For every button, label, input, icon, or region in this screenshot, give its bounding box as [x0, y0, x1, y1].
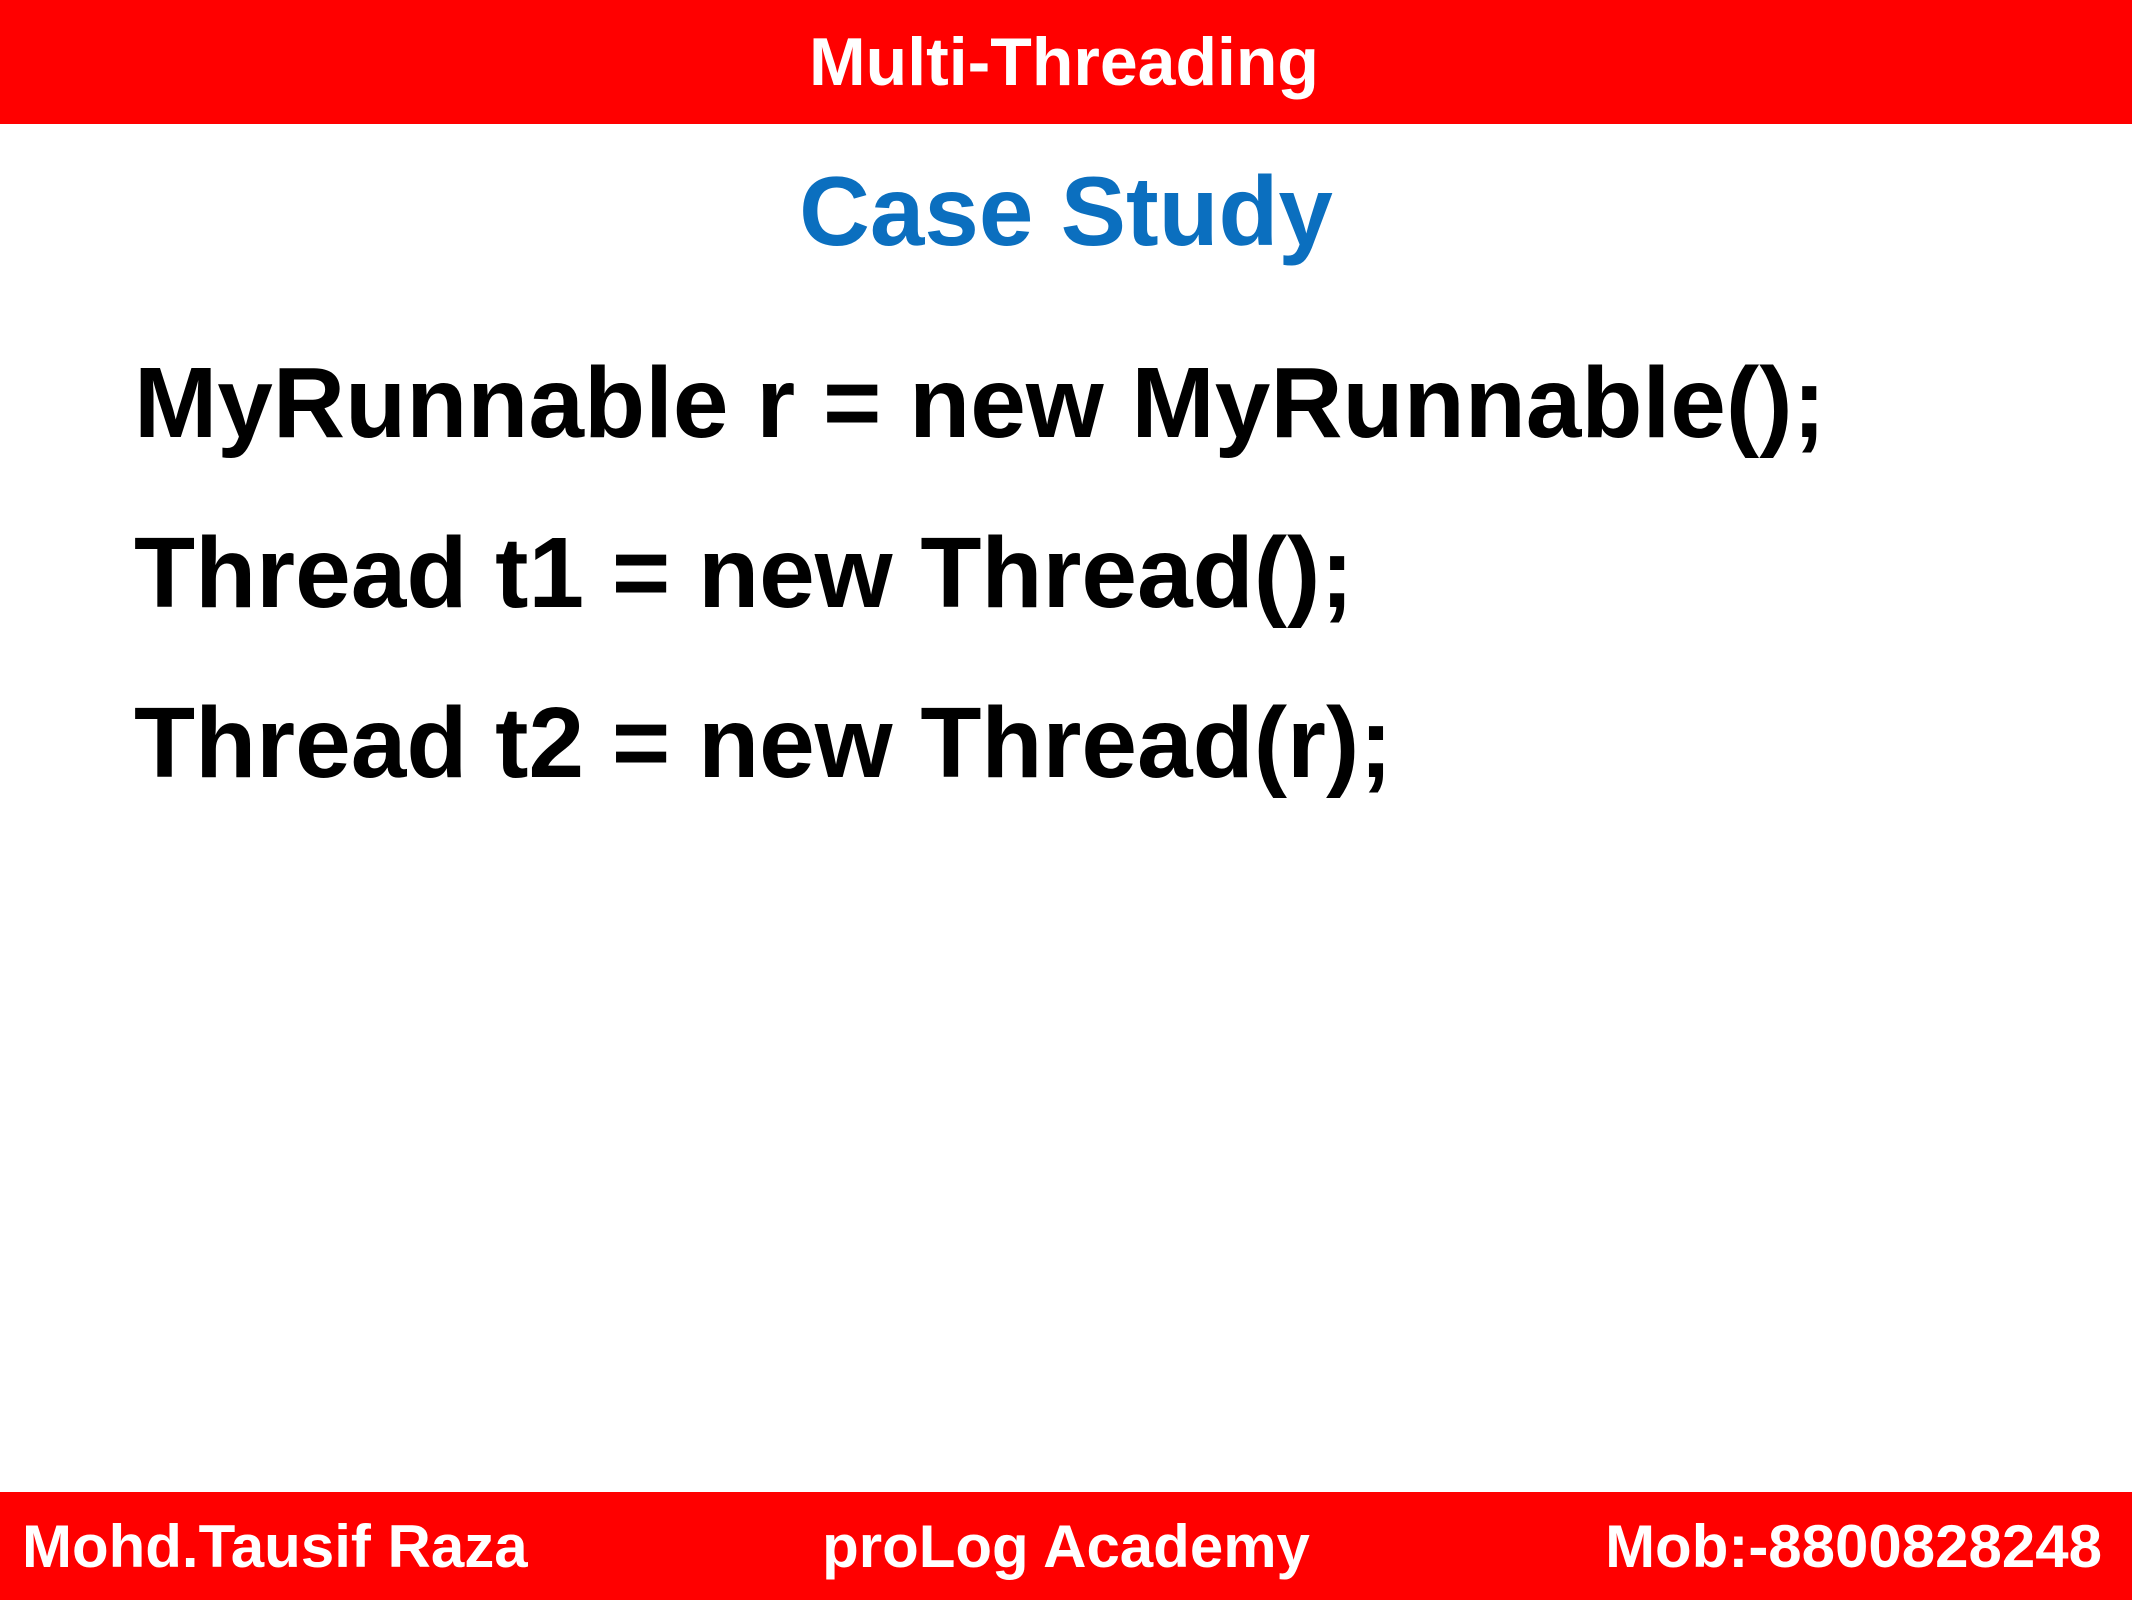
header-bar: Multi-Threading — [0, 0, 2132, 124]
footer-bar: Mohd.Tausif Raza proLog Academy Mob:-880… — [0, 1492, 2132, 1600]
slide-heading: Case Study — [799, 156, 1333, 266]
code-line-2: Thread t1 = new Thread(); — [134, 517, 1354, 629]
code-line-3: Thread t2 = new Thread(r); — [134, 687, 1393, 799]
header-title: Multi-Threading — [809, 24, 1319, 100]
code-line-1: MyRunnable r = new MyRunnable(); — [134, 347, 1826, 459]
footer-contact: Mob:-8800828248 — [1605, 1512, 2102, 1580]
footer-organization: proLog Academy — [822, 1512, 1310, 1580]
footer-author: Mohd.Tausif Raza — [22, 1512, 528, 1580]
code-block: MyRunnable r = new MyRunnable(); Thread … — [134, 318, 2094, 828]
